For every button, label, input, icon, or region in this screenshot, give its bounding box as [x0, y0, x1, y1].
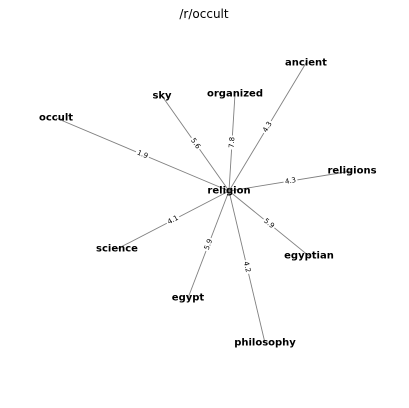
edge-weight-sky: 5.6	[187, 135, 204, 152]
edge-weight-ancient: 4.3	[260, 118, 275, 136]
graph-title: /r/occult	[179, 7, 228, 21]
edge-weight-label: 4.3	[284, 176, 296, 186]
edge-weight-label: 1.9	[136, 149, 149, 161]
node-ancient: ancient	[285, 58, 327, 69]
node-philosophy: philosophy	[234, 338, 296, 349]
edge-weight-egyptian: 5.9	[260, 215, 278, 232]
edge-weight-occult: 1.9	[134, 147, 151, 162]
edge-weight-organized: 7.8	[227, 135, 237, 150]
edge-weight-label: 4.2	[242, 261, 252, 274]
node-egypt: egypt	[172, 293, 205, 304]
edges-layer: 4.3 7.8 5.6 1.9 4.3 4.1 5.9 5.9 4.2	[55, 62, 353, 344]
node-religions: religions	[327, 166, 376, 177]
edge-weight-label: 5.9	[203, 238, 214, 251]
edge-weight-religions: 4.3	[282, 175, 299, 187]
nodes-layer: religion ancient organized sky occult religio…	[39, 58, 377, 349]
node-organized: organized	[207, 89, 263, 100]
edge-weight-label: 7.8	[228, 137, 237, 149]
node-religion: religion	[207, 186, 250, 197]
node-sky: sky	[152, 91, 172, 102]
edge-weight-science: 4.1	[164, 212, 182, 228]
edge-weight-philosophy: 4.2	[241, 259, 253, 275]
edge-weight-egypt: 5.9	[201, 236, 216, 253]
node-occult: occult	[39, 113, 73, 124]
node-science: science	[96, 244, 138, 255]
node-egyptian: egyptian	[284, 251, 334, 262]
